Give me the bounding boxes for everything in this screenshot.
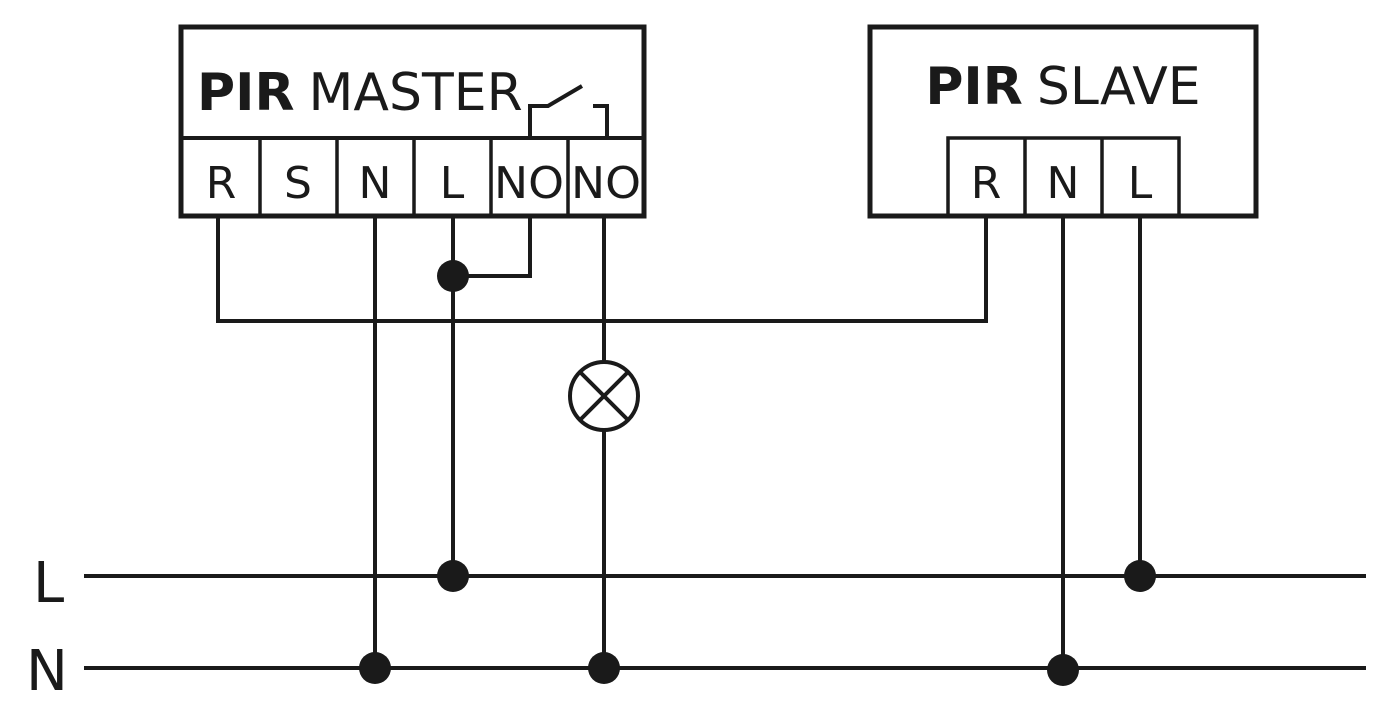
master-terminal-l: L bbox=[440, 158, 465, 209]
junction-dot bbox=[1047, 654, 1079, 686]
master-terminal-no-1: NO bbox=[494, 158, 564, 209]
master-terminal-no-2: NO bbox=[571, 158, 641, 209]
slave-terminal-r: R bbox=[971, 158, 1002, 209]
junction-dot bbox=[1124, 560, 1156, 592]
master-terminal-n: N bbox=[359, 158, 392, 209]
live-bus-label: L bbox=[33, 551, 64, 616]
junction-dot bbox=[359, 652, 391, 684]
wiring bbox=[216, 216, 1142, 670]
slave-terminal-l: L bbox=[1128, 158, 1153, 209]
relay-switch-icon bbox=[528, 84, 609, 138]
master-terminal-r: R bbox=[206, 158, 237, 209]
junction-dot bbox=[588, 652, 620, 684]
supply-bus: L N bbox=[26, 551, 1366, 704]
neutral-bus-label: N bbox=[26, 639, 68, 704]
lamp-icon bbox=[568, 360, 640, 432]
wire-l-no-bridge bbox=[453, 216, 532, 278]
slave-terminal-n: N bbox=[1047, 158, 1080, 209]
junctions bbox=[359, 260, 1156, 686]
junction-dot bbox=[437, 560, 469, 592]
master-terminal-s: S bbox=[284, 158, 312, 209]
junction-dot bbox=[437, 260, 469, 292]
